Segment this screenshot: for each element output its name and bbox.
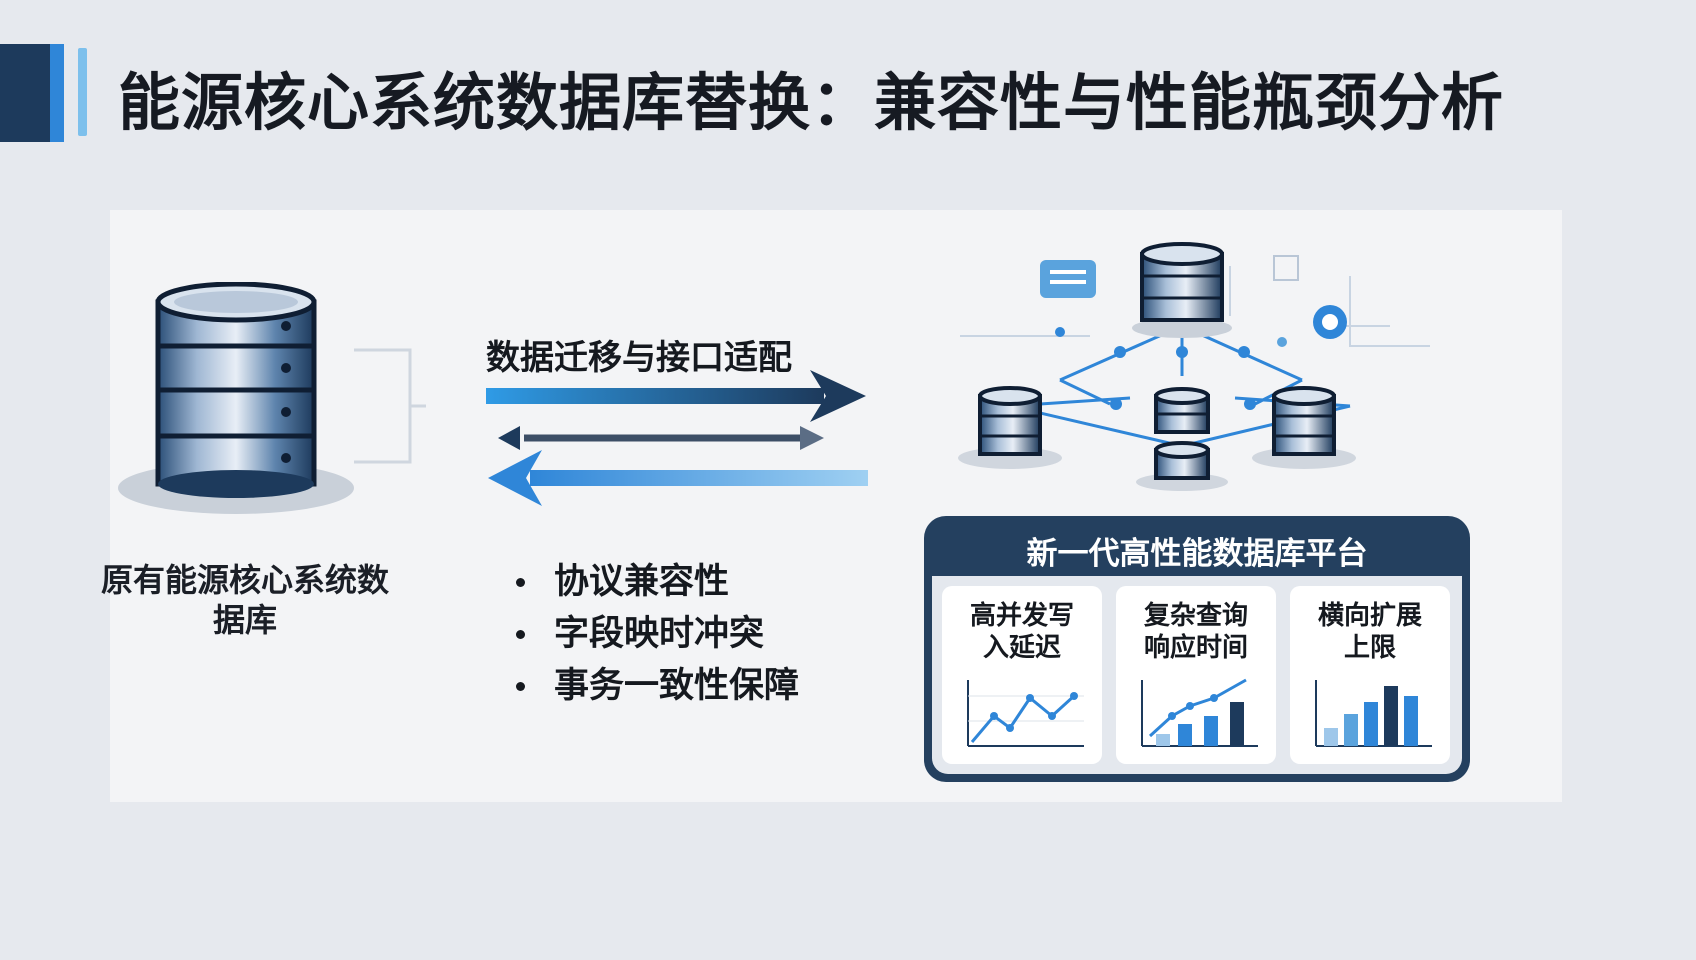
database-icon: [118, 282, 354, 514]
issue-list: 协议兼容性 字段映时冲突 事务一致性保障: [508, 556, 799, 712]
platform-metrics: 高并发写入延迟 复杂查询响应时间: [932, 576, 1462, 774]
distributed-database-icon: [958, 242, 1430, 491]
metric-card-scale-out: 横向扩展上限: [1290, 586, 1450, 764]
metric-card-query-response: 复杂查询响应时间: [1116, 586, 1276, 764]
bidirectional-arrows-icon: [486, 370, 868, 506]
line-chart-icon: [967, 680, 1084, 747]
metric-title: 横向扩展上限: [1317, 601, 1422, 663]
header-accent-block: [0, 44, 50, 142]
platform-card: 新一代高性能数据库平台 高并发写入延迟 复杂查询响应时间: [924, 516, 1470, 782]
metric-card-write-latency: 高并发写入延迟: [942, 586, 1102, 764]
legacy-db-label: 原有能源核心系统数据库: [100, 561, 389, 639]
migration-label: 数据迁移与接口适配: [486, 338, 792, 378]
bracket-connector: [354, 348, 426, 464]
metric-title: 复杂查询响应时间: [1143, 601, 1248, 663]
page-title: 能源核心系统数据库替换：兼容性与性能瓶颈分析: [118, 66, 1505, 139]
issue-item: 协议兼容性: [508, 556, 799, 608]
header-accent-bar: [50, 44, 64, 142]
bar-line-chart-icon: [1141, 678, 1258, 747]
header-accent-stripe: [78, 48, 87, 136]
metric-title: 高并发写入延迟: [969, 601, 1074, 663]
issue-item: 字段映时冲突: [508, 608, 799, 660]
bar-chart-icon: [1315, 680, 1432, 747]
issue-item: 事务一致性保障: [508, 660, 799, 712]
platform-title: 新一代高性能数据库平台: [1026, 536, 1368, 572]
